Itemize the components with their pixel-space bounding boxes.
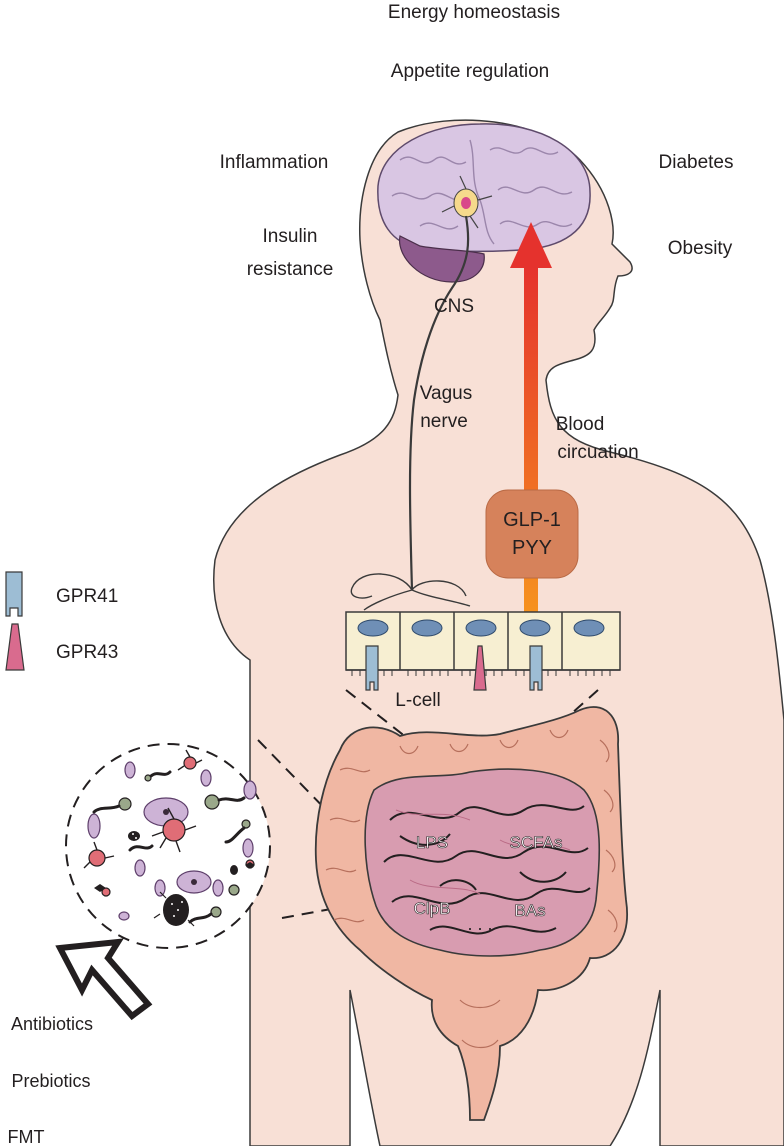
label-ellipsis: . . . <box>467 914 492 934</box>
label-inflammation: Inflammation <box>220 152 329 173</box>
microbiota-circle <box>65 743 271 949</box>
receptor-gpr41 <box>529 645 543 691</box>
label-nerve: nerve <box>420 411 468 432</box>
legend-gpr41-label: GPR41 <box>56 586 118 607</box>
label-lcell: L-cell <box>395 690 440 711</box>
label-blood: Blood <box>556 414 605 435</box>
label-energy-homeostasis: Energy homeostasis <box>388 2 560 23</box>
label-obesity: Obesity <box>668 238 733 259</box>
hormone-box <box>485 489 579 579</box>
legend-gpr43-label: GPR43 <box>56 642 118 663</box>
label-appetite-regulation: Appetite regulation <box>391 61 549 82</box>
label-lps: LPS <box>416 833 448 852</box>
label-clpb: ClpB <box>414 899 451 918</box>
label-glp1: GLP-1 <box>503 509 561 531</box>
label-circuation: circuation <box>557 442 638 463</box>
receptor-gpr43 <box>473 645 487 691</box>
label-antibiotics: Antibiotics <box>11 1014 93 1034</box>
label-cns: CNS <box>434 296 474 317</box>
label-scfas: SCFAs <box>510 833 563 852</box>
intervention-arrow <box>55 938 153 1021</box>
blood-arrow-head <box>510 222 552 268</box>
label-insulin: Insulin <box>263 226 318 247</box>
label-vagus: Vagus <box>420 383 472 404</box>
vagus-branches <box>350 573 471 611</box>
legend-gpr41-icon <box>5 571 23 617</box>
label-pyy: PYY <box>512 537 552 559</box>
brain <box>377 123 591 283</box>
legend-gpr43-icon <box>5 623 25 671</box>
label-bas: BAs <box>514 901 545 920</box>
vagus-nerve <box>408 215 470 591</box>
label-resistance: resistance <box>247 259 334 280</box>
receptor-gpr41 <box>365 645 379 691</box>
label-prebiotics: Prebiotics <box>11 1071 90 1091</box>
label-diabetes: Diabetes <box>659 152 734 173</box>
small-intestine <box>364 768 601 957</box>
label-fmt: FMT <box>8 1127 45 1146</box>
legend <box>5 571 25 671</box>
